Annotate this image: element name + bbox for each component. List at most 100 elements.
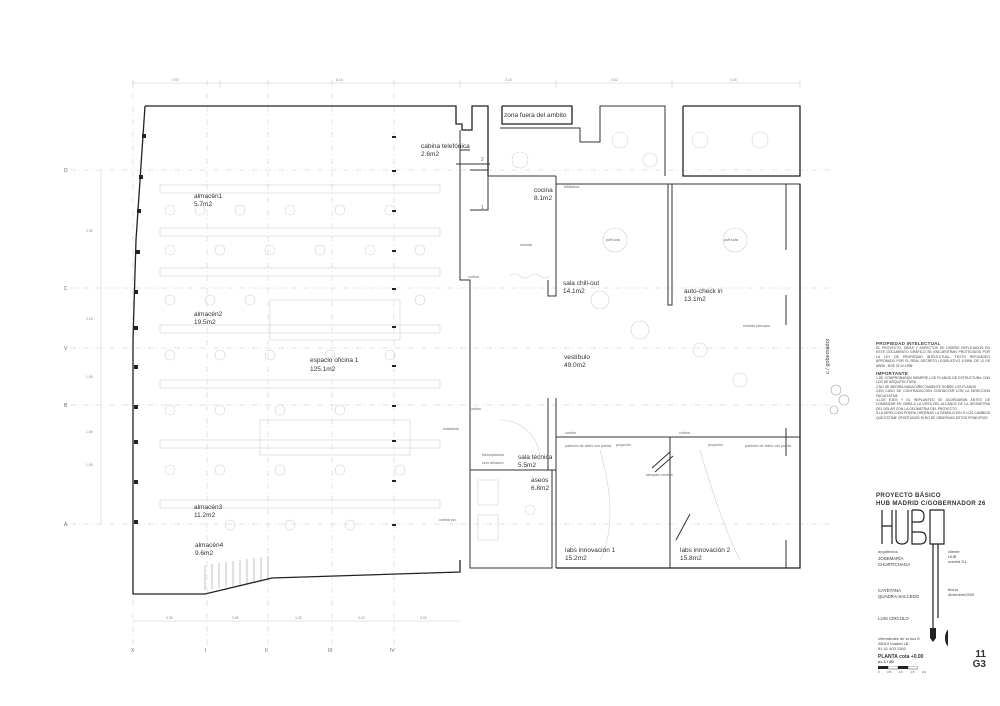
client-1: HUB xyxy=(948,554,957,559)
grid-axes xyxy=(70,80,830,645)
room-almacen1-area: 5.7m2 xyxy=(194,201,212,208)
hub-logo xyxy=(881,509,948,647)
axis-row-a: A xyxy=(64,522,68,528)
axis-row-c: C xyxy=(64,286,68,292)
label-proyector-1: proyector xyxy=(616,443,632,447)
room-chillout-name: sala chill-out xyxy=(563,280,599,287)
room-labs1-area: 15.2m2 xyxy=(565,555,587,562)
label-biblioteca: biblioteca xyxy=(564,185,579,189)
dim-top-1: 2.90 xyxy=(172,78,179,82)
room-vestibulo-area: 49.0m2 xyxy=(564,362,586,369)
label-cortina-2: cortina xyxy=(470,407,481,411)
date-label: fecha xyxy=(948,587,958,592)
notes-heading-2: IMPORTANTE xyxy=(876,371,909,377)
furniture xyxy=(159,131,850,590)
label-cortina-3: cortina xyxy=(565,431,576,435)
notes-list: 1.SE COMPROBARAN SIEMPRE LOS PLANOS DE E… xyxy=(876,376,990,420)
scale-bar xyxy=(878,666,918,670)
walls xyxy=(132,105,801,595)
notes-item: 4.LOS EJES Y EL REPLANTEO SE ACORDARAN A… xyxy=(876,398,990,411)
dim-bottom-4: 3.20 xyxy=(358,616,365,620)
plan-scale: e= 1 / 80 xyxy=(878,659,894,664)
room-tecnica-area: 5.5m2 xyxy=(518,462,536,469)
axis-col-iv: IV xyxy=(390,648,395,654)
axis-col-ii: II xyxy=(265,648,268,654)
room-oficina-area: 125.1m2 xyxy=(310,366,336,373)
scale-tick: 2.0 xyxy=(921,670,926,674)
project-type: PROYECTO BÁSICO xyxy=(876,492,941,499)
architects-label: arquitectos xyxy=(878,549,898,554)
dim-left-1: 2.95 xyxy=(86,229,93,233)
notes-item: 5.LA DIRECCION PODRA ORDENAR LA DEMOLICI… xyxy=(876,411,990,420)
label-particion-1: partición de vidrio con puerta xyxy=(565,444,611,448)
room-almacen3-area: 11.2m2 xyxy=(194,512,216,519)
label-proyector-2: proyector xyxy=(708,443,724,447)
room-cabina-name: cabina telefónica xyxy=(421,143,470,150)
label-cortina-4: cortina xyxy=(679,431,690,435)
room-almacen2-area: 19.5m2 xyxy=(194,319,216,326)
scale-tick: 0.5 xyxy=(887,670,892,674)
room-zona-fuera-name: zona fuera del ambito xyxy=(504,112,567,119)
architect-2a: CAYETANA xyxy=(878,588,902,593)
dim-bottom-3: 3.35 xyxy=(295,616,302,620)
notes-panel: PROPIEDAD INTELECTUAL EL PROYECTO, IDEAS… xyxy=(876,338,990,420)
dim-bottom-1: 3.55 xyxy=(166,616,173,620)
phone: 91 41 403 1300 xyxy=(878,646,906,651)
street-label: c / gobernador xyxy=(825,338,831,374)
label-num-2: 2 xyxy=(481,157,484,163)
address-2: 28010 madrid LB xyxy=(878,641,909,646)
date-value: diciembre2009 xyxy=(948,592,975,597)
label-tabiques-moviles: tabiques móviles xyxy=(646,473,673,477)
scale-tick: 1.0 xyxy=(898,670,903,674)
room-tecnica-name: sala técnica xyxy=(518,454,553,461)
room-chillout-area: 14.1m2 xyxy=(563,288,585,295)
notes-item: 1.SE COMPROBARAN SIEMPRE LOS PLANOS DE E… xyxy=(876,376,990,385)
dim-bottom-2: 3.65 xyxy=(232,616,239,620)
label-cero-almacen: cero almacén xyxy=(482,461,504,465)
axis-row-b: B xyxy=(64,403,68,409)
sheet-code: G3 xyxy=(972,659,986,670)
title-block: PROYECTO BÁSICO HUB MADRID C/GOBERNADOR … xyxy=(876,492,996,692)
scale-tick: 1.5 xyxy=(910,670,915,674)
label-estanteria: estanteria xyxy=(443,427,459,431)
label-num-1: 1 xyxy=(481,205,484,211)
label-particion-2: partición de vidrio con puerta xyxy=(745,444,791,448)
axis-row-v: V xyxy=(64,346,68,352)
scale-ticks: 0 0.5 1.0 1.5 2.0 xyxy=(878,670,926,675)
label-cortina-pvc: cortina pvc xyxy=(439,518,457,522)
dim-left-5: 1.85 xyxy=(86,463,93,467)
dim-left-4: 1.85 xyxy=(86,430,93,434)
label-fotocopiadora: fotocopiadora xyxy=(482,453,504,457)
room-almacen4-name: almacén4 xyxy=(195,542,224,549)
room-cocina-name: cocina xyxy=(534,187,553,194)
room-aseos-area: 6.8m2 xyxy=(531,485,549,492)
room-oficina-name: espacio oficina 1 xyxy=(310,357,359,364)
room-almacen1-name: almacén1 xyxy=(194,193,223,200)
architect-1b: CHURTICHAGA xyxy=(878,562,911,567)
notes-body: EL PROYECTO, IDEAS Y ASPECTOS DE DISEÑO … xyxy=(876,346,990,368)
axis-col-i: I xyxy=(205,648,206,654)
client-2: madrid S.L. xyxy=(948,559,969,564)
address-1: c/fernández de la hoz 6 xyxy=(878,636,920,641)
dim-top-5: 3.15 xyxy=(730,78,737,82)
room-labs1-name: labs innovación 1 xyxy=(565,547,616,554)
axis-row-d: D xyxy=(64,168,68,174)
axis-col-iii: III xyxy=(328,648,332,654)
dim-left-3: 1.85 xyxy=(86,375,93,379)
notes-item: 3.EN CASO DE CONTRADICCION CONTACTAR CON… xyxy=(876,389,990,398)
sheet-number: 11 xyxy=(975,649,986,660)
dim-top-4: 3.62 xyxy=(611,78,618,82)
room-almacen3-name: almacén3 xyxy=(194,504,223,511)
notes-item: 2.NO SE MEDIRA NADA DIRECTAMENTE SOBRE L… xyxy=(876,384,977,389)
project-name: HUB MADRID C/GOBERNADOR 26 xyxy=(876,499,986,507)
label-puff-sofa-1: puff sofa xyxy=(606,238,620,242)
room-autocheck-area: 13.1m2 xyxy=(684,296,706,303)
dim-left-2: 2.15 xyxy=(86,317,93,321)
client-label: cliente xyxy=(948,549,960,554)
architect-3: LUIS CÍRCULO xyxy=(878,616,909,621)
room-almacen4-area: 9.6m2 xyxy=(195,550,213,557)
room-cocina-area: 8.1m2 xyxy=(534,195,552,202)
room-cabina-area: 2.6m2 xyxy=(421,151,439,158)
dim-top-3: 3.15 xyxy=(505,78,512,82)
